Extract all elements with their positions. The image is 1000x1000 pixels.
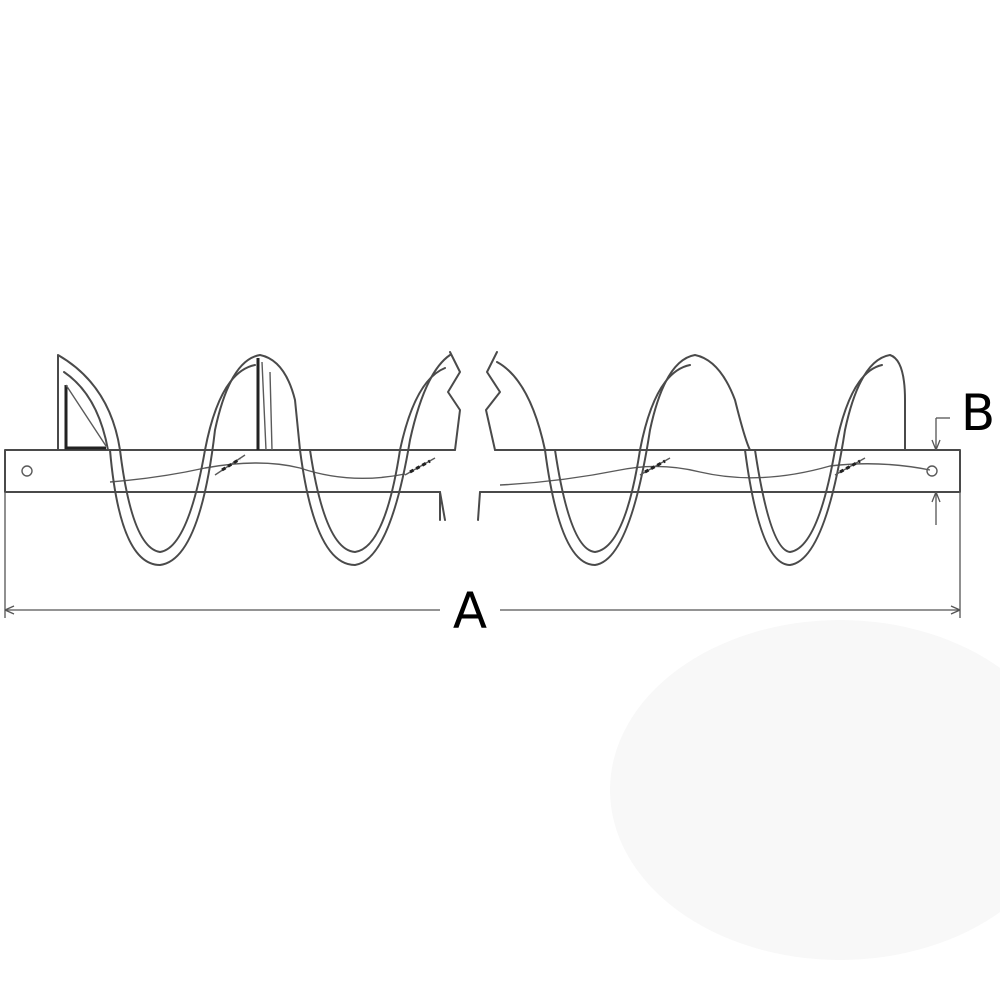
auger-shaft — [4, 449, 961, 493]
flight-4 — [744, 354, 906, 566]
right-pin-hole — [926, 465, 938, 477]
flight-3 — [496, 354, 751, 566]
dimension-b-label: B — [961, 384, 995, 442]
leading-blade — [57, 354, 121, 451]
left-pin-hole — [21, 465, 33, 477]
dimension-b: B — [931, 384, 995, 525]
background-shadow — [610, 620, 1000, 960]
flight-1 — [109, 354, 301, 566]
break-marks — [439, 351, 501, 521]
dimension-a: A — [4, 492, 961, 640]
dimension-a-label: A — [453, 582, 487, 640]
flight-2 — [299, 354, 451, 566]
